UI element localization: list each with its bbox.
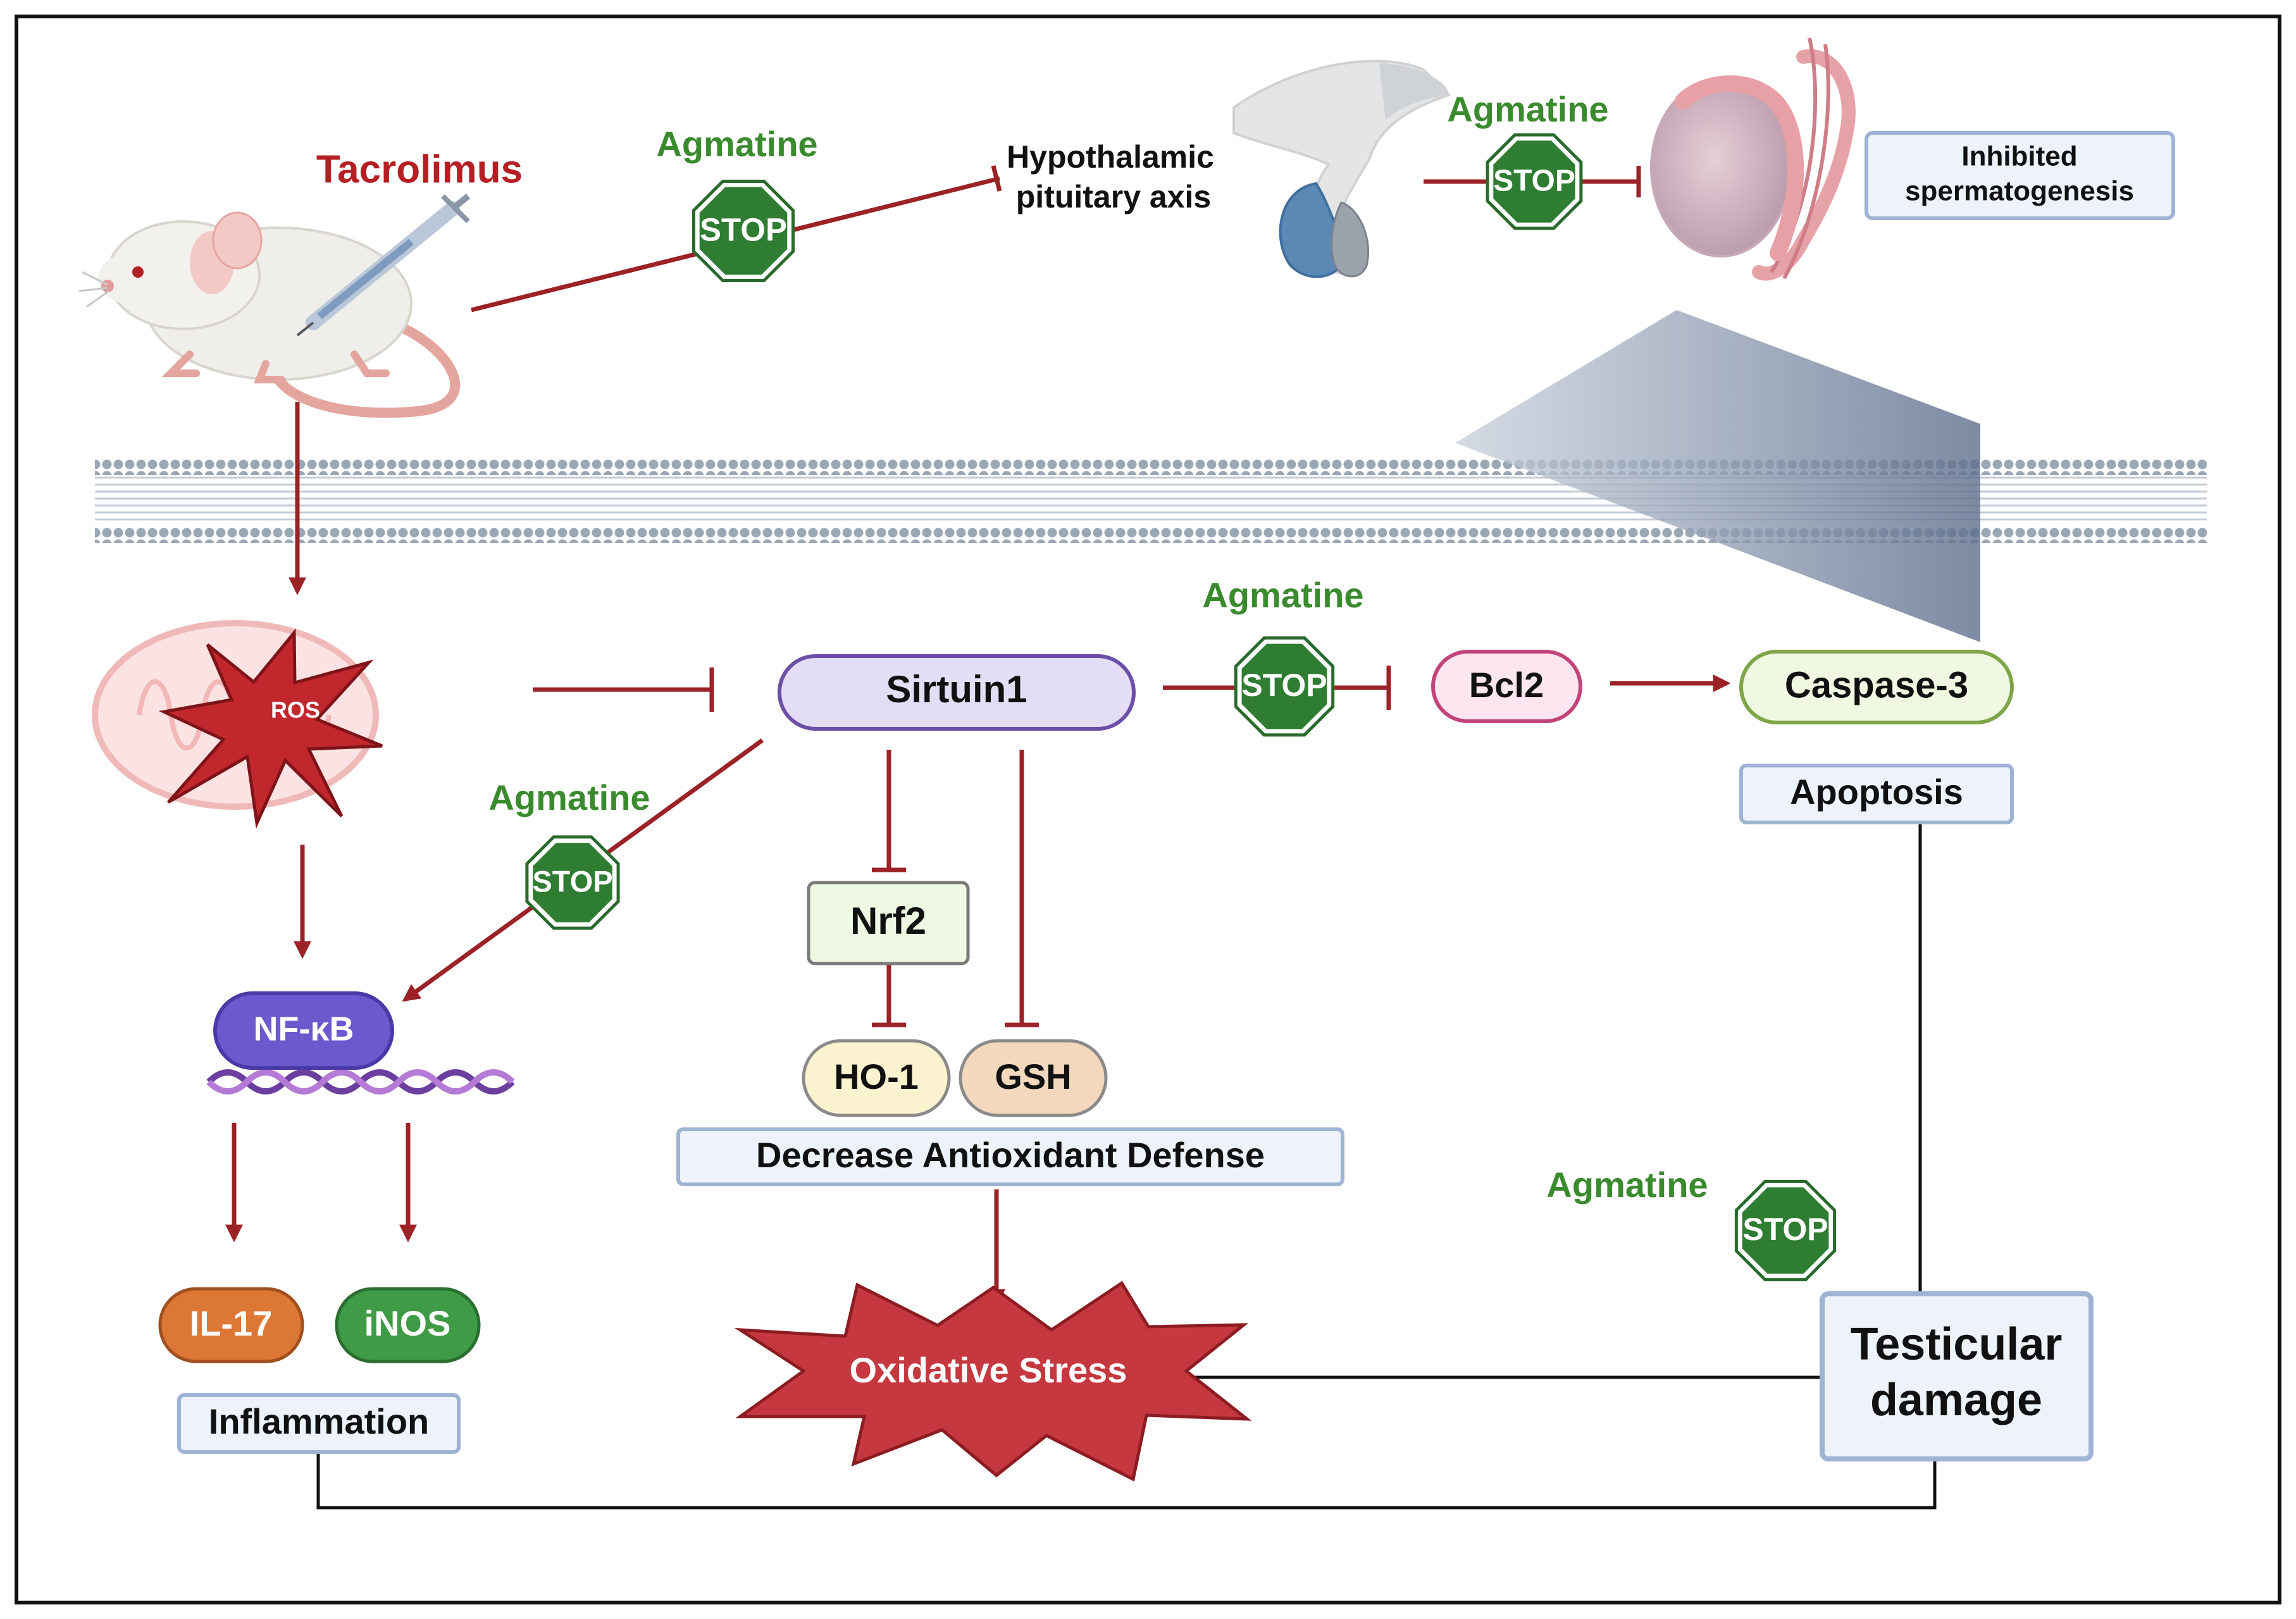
inos-label: iNOS — [364, 1303, 451, 1343]
tacrolimus-label: Tacrolimus — [316, 147, 523, 191]
agmatine-label-5: Agmatine — [1546, 1165, 1708, 1205]
nrf2-node — [807, 881, 970, 965]
inos-node — [335, 1287, 481, 1363]
ros-label: ROS — [271, 697, 320, 723]
stop-signs: STOP STOP STOP STOP STOP — [525, 133, 1837, 1282]
agmatine-label-3: Agmatine — [1202, 575, 1363, 615]
oxidative-stress-label: Oxidative Stress — [850, 1350, 1127, 1390]
syringe-icon — [296, 194, 471, 337]
ho1-node — [802, 1039, 951, 1117]
stop-sign-label: STOP — [1742, 1212, 1828, 1247]
agmatine-label-4: Agmatine — [488, 778, 650, 817]
agmatine-label-2: Agmatine — [1447, 89, 1608, 129]
gsh-node — [959, 1039, 1108, 1117]
hypothalamic-line1: Hypothalamic — [1007, 139, 1214, 175]
ho1-label: HO-1 — [834, 1057, 919, 1096]
ros-burst — [158, 628, 383, 829]
inflammation-label: Inflammation — [209, 1401, 429, 1441]
apoptosis-label: Apoptosis — [1790, 772, 1963, 812]
stop-sign-label: STOP — [1493, 164, 1575, 198]
nfkb-node — [213, 991, 394, 1070]
gsh-label: GSH — [995, 1057, 1071, 1096]
stop-sign-3: STOP — [1234, 636, 1335, 737]
stop-sign-2: STOP — [1486, 133, 1583, 230]
figure-frame — [15, 15, 2281, 1604]
hypothalamic-line2: pituitary axis — [1016, 179, 1211, 214]
damage-connectors — [316, 822, 1937, 1510]
nrf2-label: Nrf2 — [850, 900, 926, 942]
inflammation-box — [177, 1393, 461, 1454]
testicular-damage-line1: Testicular — [1851, 1319, 2063, 1370]
mouse-illustration — [78, 211, 461, 418]
il17-node — [158, 1287, 304, 1363]
stop-sign-label: STOP — [700, 211, 787, 247]
testicular-damage-box — [1820, 1291, 2094, 1461]
bcl2-label: Bcl2 — [1469, 665, 1544, 705]
caspase3-node — [1739, 650, 2014, 724]
agmatine-label-1: Agmatine — [656, 124, 817, 164]
stop-sign-5: STOP — [1734, 1179, 1837, 1282]
sirtuin1-label: Sirtuin1 — [886, 668, 1027, 710]
stop-sign-4: STOP — [525, 835, 620, 930]
apoptosis-box — [1739, 764, 2014, 824]
dna-icon — [206, 1069, 515, 1095]
stop-sign-label: STOP — [1241, 667, 1327, 703]
stop-sign-label: STOP — [532, 864, 612, 898]
nfkb-label: NF-κB — [253, 1010, 354, 1048]
stop-sign-1: STOP — [692, 180, 795, 282]
inhibited-spermatogenesis-box — [1865, 131, 2175, 220]
inhibited-line2: spermatogenesis — [1905, 176, 2134, 207]
oxidative-stress-burst — [734, 1281, 1252, 1482]
inhibited-line1: Inhibited — [1961, 141, 2077, 172]
sirtuin1-node — [778, 654, 1136, 731]
testicular-damage-line2: damage — [1870, 1375, 2042, 1425]
il17-label: IL-17 — [190, 1303, 273, 1343]
decrease-antioxidant-box — [676, 1127, 1344, 1186]
caspase3-label: Caspase-3 — [1785, 664, 1968, 705]
hypothalamus-pituitary-illustration — [1232, 59, 1451, 278]
decrease-antioxidant-label: Decrease Antioxidant Defense — [756, 1135, 1265, 1175]
bcl2-node — [1431, 650, 1582, 723]
testis-illustration — [1455, 37, 1980, 642]
